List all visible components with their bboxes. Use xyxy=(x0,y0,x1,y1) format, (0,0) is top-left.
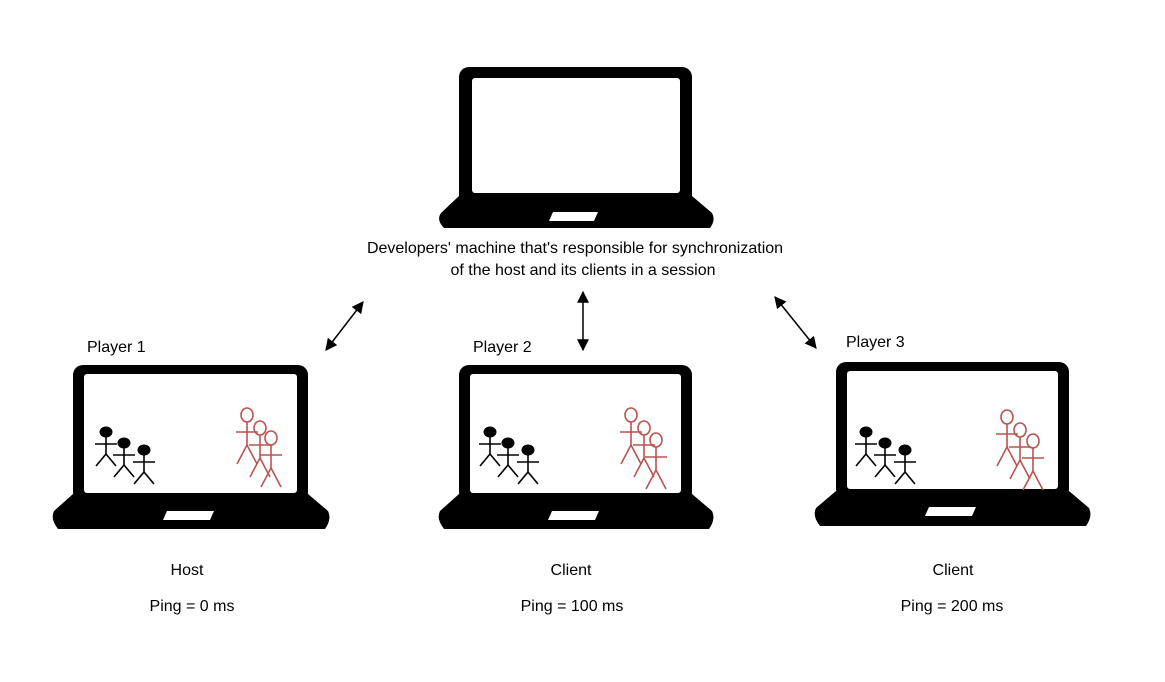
player-1-label: Player 1 xyxy=(87,339,146,356)
server-caption-line-2: of the host and its clients in a session xyxy=(450,262,716,279)
player-2-laptop-icon xyxy=(438,365,714,529)
player-3-ping: Ping = 200 ms xyxy=(900,598,1004,615)
player-3-role: Client xyxy=(932,562,974,579)
player-1-laptop-icon xyxy=(52,365,330,529)
player-3-laptop-icon xyxy=(814,362,1091,526)
player-1-role: Host xyxy=(170,562,204,579)
player-2-label: Player 2 xyxy=(473,339,532,356)
player-1-ping: Ping = 0 ms xyxy=(149,598,235,615)
player-3-label: Player 3 xyxy=(846,334,905,351)
player-2-ping: Ping = 100 ms xyxy=(520,598,624,615)
server-caption-line-1: Developers' machine that's responsible f… xyxy=(366,240,784,257)
double-arrow-icon xyxy=(325,301,364,351)
player-2-role: Client xyxy=(550,562,592,579)
double-arrow-icon xyxy=(774,296,817,349)
server-laptop-icon xyxy=(439,67,714,228)
